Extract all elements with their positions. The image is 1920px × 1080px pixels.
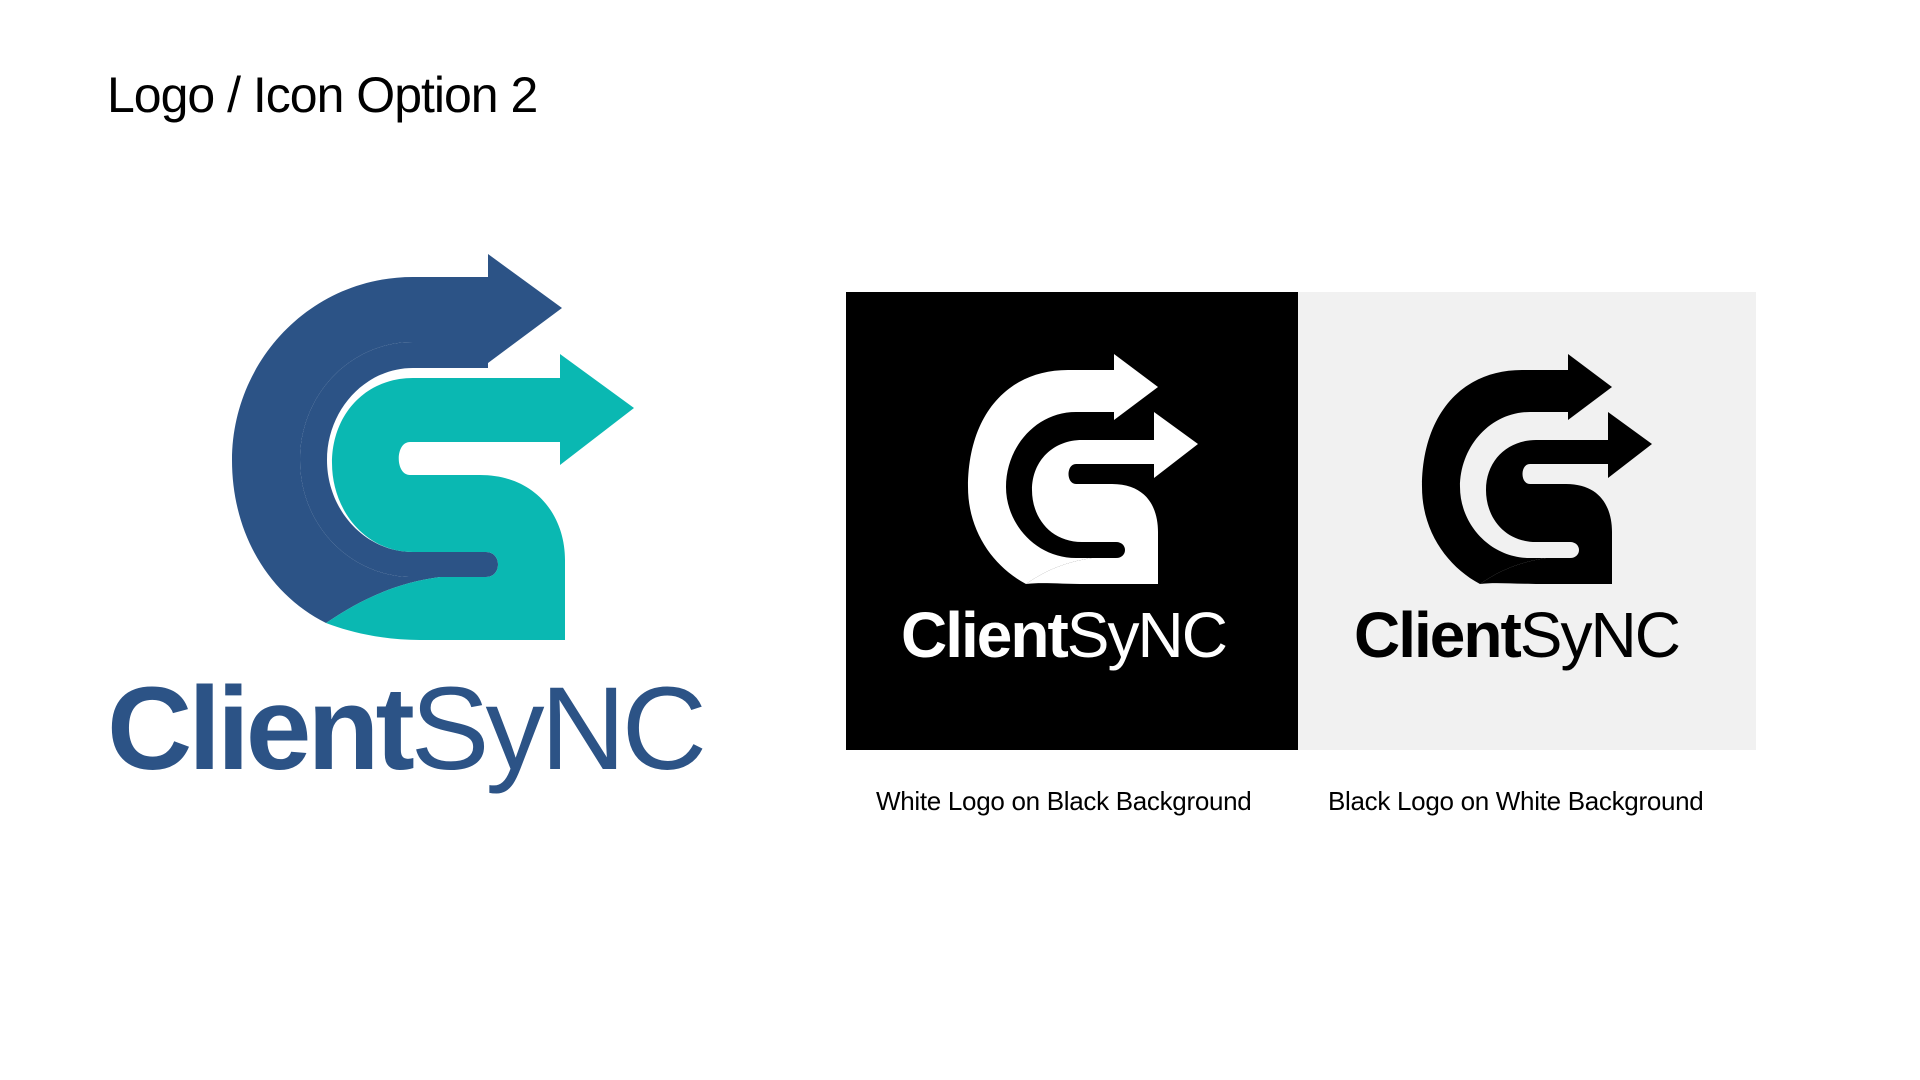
client-sync-arrow-s-icon: [1422, 354, 1652, 584]
wordmark-sync: SyNC: [1520, 599, 1679, 671]
caption-white-on-black: White Logo on Black Background: [876, 786, 1252, 816]
logo-variant-dark-panel: ClientSyNC: [846, 292, 1298, 750]
white-wordmark: ClientSyNC: [901, 599, 1226, 671]
wordmark-sync: SyNC: [411, 663, 703, 795]
navy-c-body: [232, 277, 488, 623]
white-c-body: [968, 370, 1114, 584]
client-sync-arrow-s-icon: [232, 254, 634, 640]
black-wordmark: ClientSyNC: [1354, 599, 1679, 671]
main-logo: ClientSyNC: [107, 254, 707, 795]
main-wordmark: ClientSyNC: [107, 663, 703, 795]
white-c-arrow: [1114, 354, 1158, 420]
black-s-shape: [1480, 412, 1652, 584]
wordmark-client: Client: [107, 663, 413, 795]
wordmark-client: Client: [901, 599, 1068, 671]
logo-variant-light-panel: ClientSyNC: [1298, 292, 1756, 750]
wordmark-client: Client: [1354, 599, 1521, 671]
page-title: Logo / Icon Option 2: [107, 67, 538, 123]
navy-c-arrow-shape: [300, 254, 562, 577]
white-logo: ClientSyNC: [901, 354, 1228, 671]
teal-s-arrow-shape: [326, 354, 634, 640]
black-logo: ClientSyNC: [1354, 354, 1681, 671]
black-c-arrow: [1568, 354, 1612, 420]
black-c-body: [1422, 370, 1568, 584]
wordmark-sync: SyNC: [1067, 599, 1226, 671]
caption-black-on-white: Black Logo on White Background: [1328, 786, 1704, 816]
client-sync-arrow-s-icon: [968, 354, 1198, 584]
white-s-shape: [1026, 412, 1198, 584]
